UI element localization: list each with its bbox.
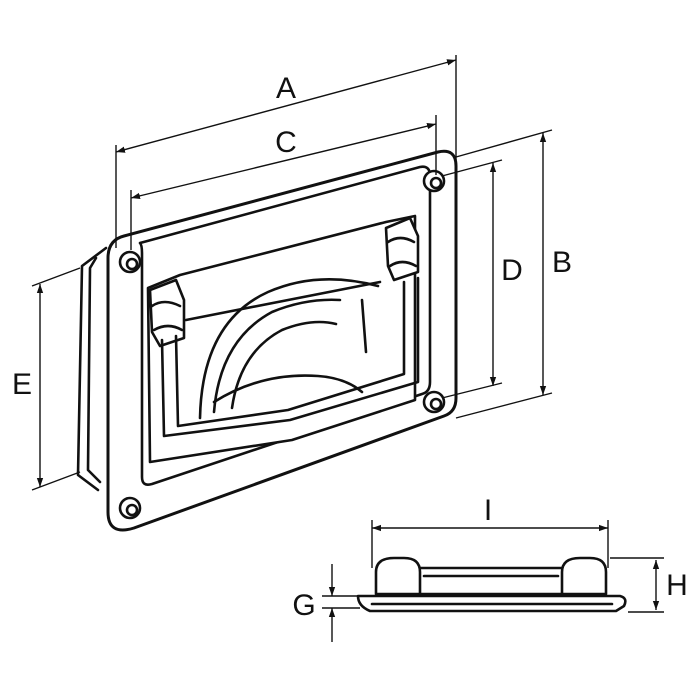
mounting-hole-top-left [118, 250, 142, 274]
cup-curve-1 [198, 278, 380, 420]
recess-cup [76, 246, 108, 492]
hinge-right-detail [386, 236, 418, 268]
side-bail [418, 566, 564, 596]
cup-back-line [184, 280, 382, 322]
cup-curve-3 [230, 320, 338, 410]
label-h: H [666, 569, 688, 602]
dimension-lines [31, 55, 664, 642]
handle-side-view [356, 556, 627, 613]
label-i: I [484, 494, 492, 527]
extension-e-top [31, 267, 81, 287]
mounting-hole-bottom-right [422, 390, 446, 414]
hinge-left-detail [150, 300, 184, 332]
extension-b-top [455, 129, 553, 158]
label-a: A [276, 72, 296, 105]
label-d: D [501, 254, 523, 287]
handle-front-view [76, 149, 458, 532]
dimension-c [130, 123, 437, 199]
mounting-hole-top-right [422, 169, 446, 193]
cup-curve-2 [212, 298, 342, 414]
extension-e-bottom [31, 471, 81, 491]
dimension-labels: A C B D E I H G [12, 72, 688, 622]
side-body [374, 556, 422, 596]
label-e: E [12, 368, 32, 401]
hinge-right [384, 216, 420, 282]
label-g: G [292, 589, 315, 622]
label-c: C [275, 126, 297, 159]
bail-handle-outer [160, 276, 420, 438]
label-b: B [552, 246, 572, 279]
cup-curve-4 [212, 374, 364, 404]
hinge-left [148, 278, 186, 348]
side-body-right [560, 556, 608, 596]
extension-d-top [441, 159, 503, 177]
mounting-hole-bottom-left [118, 496, 142, 520]
recess-cup-inner [86, 256, 102, 484]
bail-handle-inner [174, 280, 406, 428]
extension-b-bottom [455, 392, 553, 419]
cup-curve-5 [360, 298, 368, 354]
